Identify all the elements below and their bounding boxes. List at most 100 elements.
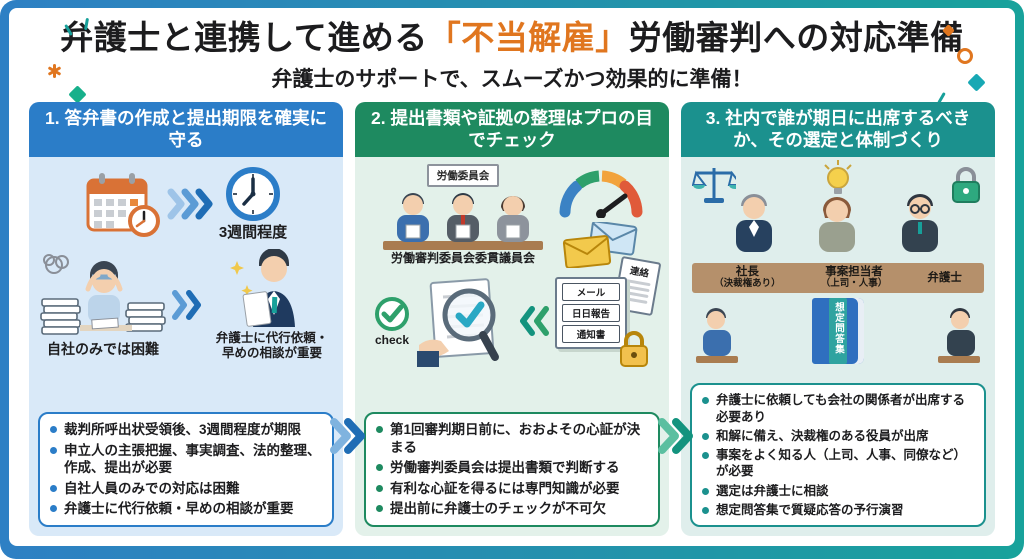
title-text: 弁護士と連携して進める	[60, 19, 428, 56]
bullet-item: 和解に備え、決裁権のある役員が出席	[701, 428, 975, 444]
bullet-text: 提出前に弁護士のチェックが不可欠	[390, 501, 606, 517]
bullet-item: 弁護士に代行依頼・早めの相談が重要	[49, 500, 323, 518]
title-block: 弁護士と連携して進める「不当解雇」労働審判への対応準備 弁護士のサポートで、スム…	[29, 17, 995, 104]
bullet-text: 自社人員のみでの対応は困難	[64, 480, 240, 496]
arrow-chevrons-left-icon	[520, 306, 549, 337]
desk-note: （上司・人事）	[820, 278, 888, 290]
bullet-dot-icon	[376, 484, 383, 492]
bullet-item: 有利な心証を得るには専門知識が必要	[375, 480, 649, 498]
check-icon	[375, 296, 409, 331]
lawyer-caption: 弁護士に代行依頼・早めの相談が重要	[215, 330, 329, 361]
bullet-item: 申立人の主張把握、事実調査、法的整理、作成、提出が必要	[49, 442, 323, 477]
bullet-text: 和解に備え、決裁権のある役員が出席	[716, 428, 929, 443]
bullet-item: 労働審判委員会は提出書類で判断する	[375, 459, 649, 477]
attendee-desk: 社長 （決裁権あり） 事案担当者 （上司・人事） 弁護士	[692, 263, 984, 294]
step2-header: 2. 提出書類や証拠の整理はプロの目でチェック	[355, 101, 669, 158]
committee-caption: 労働審判委員会委貫議員会	[390, 251, 535, 266]
step1-body: 3週間程度	[29, 157, 343, 536]
step2-body: 労働委員会	[355, 157, 669, 536]
bullet-text: 有利な心証を得るには専門知識が必要	[390, 480, 620, 496]
bullet-dot-icon	[702, 506, 709, 514]
panel-people-block	[690, 160, 986, 260]
bullet-text: 選定は弁護士に相談	[716, 483, 829, 498]
sparkle-ring-icon	[957, 48, 973, 64]
bullet-item: 自社人員のみでの対応は困難	[49, 480, 323, 498]
bullet-item: 第1回審判期日前に、おおよその心証が決まる	[375, 421, 649, 456]
arrow-chevrons-icon	[172, 290, 201, 321]
bullet-text: 事案をよく知る人（上司、人事、同僚など）が必要	[716, 448, 967, 479]
step1-header: 1. 答弁書の作成と提出期限を確実に守る	[29, 101, 343, 158]
step3-card: 3. 社内で誰が期日に出席するべきか、その選定と体制づくり	[681, 101, 995, 536]
desk-note: （決裁権あり）	[714, 278, 781, 290]
evidence-doc-stack: メール 日日報告 通知書	[555, 277, 627, 350]
bullet-item: 選定は弁護士に相談	[701, 483, 975, 499]
bullet-item: 裁判所呼出状受領後、3週間程度が期限	[49, 421, 323, 439]
step-arrow-icon	[330, 417, 365, 454]
side-attendee-right-icon	[938, 308, 980, 364]
stressed-person-icon	[40, 253, 166, 335]
bullet-item: 想定問答集で質疑応答の予行演習	[701, 502, 975, 518]
bullet-dot-icon	[50, 446, 57, 454]
book-title: 想定問答集	[833, 302, 844, 355]
bullet-text: 労働審判委員会は提出書類で判断する	[390, 460, 620, 476]
check-label: check	[374, 332, 410, 347]
bullet-item: 提出前に弁護士のチェックが不可欠	[375, 500, 649, 518]
deadline-caption: 3週間程度	[218, 224, 288, 242]
bullet-text: 申立人の主張把握、事実調査、法的整理、作成、提出が必要	[64, 442, 321, 476]
bullet-text: 想定問答集で質疑応答の予行演習	[716, 502, 904, 517]
calendar-icon	[86, 173, 160, 238]
step2-card: 2. 提出書類や証拠の整理はプロの目でチェック 労働委員会	[355, 101, 669, 536]
steps-row: 1. 答弁書の作成と提出期限を確実に守る	[29, 101, 995, 536]
bullet-dot-icon	[702, 397, 709, 405]
committee-people-icon	[383, 193, 543, 251]
bullet-item: 弁護士に依頼しても会社の関係者が出席する必要あり	[701, 392, 975, 425]
padlock-green-icon	[952, 167, 980, 204]
bullet-dot-icon	[376, 505, 383, 513]
desk-role: 社長	[735, 266, 759, 279]
bullet-text: 弁護士に依頼しても会社の関係者が出席する必要あり	[716, 393, 966, 424]
bullet-dot-icon	[376, 464, 383, 472]
sparkle-burst-icon	[47, 64, 62, 78]
step3-bullet-box: 弁護士に依頼しても会社の関係者が出席する必要あり 和解に備え、決裁権のある役員が…	[690, 383, 986, 527]
stressed-caption: 自社のみでは困難	[47, 340, 159, 357]
page-title: 弁護士と連携して進める「不当解雇」労働審判への対応準備	[29, 18, 995, 58]
labor-board-sign: 労働委員会	[426, 164, 500, 188]
envelopes-icon	[562, 222, 638, 269]
lawyer-icon	[230, 248, 295, 327]
desk-role: 事案担当者	[825, 266, 883, 279]
magnifier-document-icon	[417, 278, 499, 368]
evidence-docs-group: 連絡 メール 日日報告 通知書	[555, 256, 662, 369]
doc-label-mail: メール	[562, 283, 620, 302]
bullet-dot-icon	[376, 426, 383, 434]
bullet-dot-icon	[702, 432, 709, 440]
bullet-dot-icon	[702, 487, 709, 495]
infographic-card: 弁護士と連携して進める「不当解雇」労働審判への対応準備 弁護士のサポートで、スム…	[9, 8, 1015, 546]
desk-role: 弁護士	[927, 271, 962, 284]
desk-label-president: 社長 （決裁権あり）	[714, 266, 781, 290]
arrow-chevrons-icon	[167, 188, 213, 220]
title-highlight: 「不当解雇」	[427, 19, 629, 56]
bullet-dot-icon	[50, 505, 57, 513]
step-arrow-icon	[658, 417, 693, 454]
lightbulb-icon	[824, 160, 852, 195]
padlock-icon	[620, 331, 648, 368]
step3-header: 3. 社内で誰が期日に出席するべきか、その選定と体制づくり	[681, 101, 995, 158]
bullet-dot-icon	[50, 484, 57, 492]
title-text: 労働審判への対応準備	[628, 19, 964, 56]
gauge-icon	[559, 170, 643, 219]
side-attendee-left-icon	[696, 308, 738, 364]
step3-body: 社長 （決裁権あり） 事案担当者 （上司・人事） 弁護士	[681, 157, 995, 536]
bullet-text: 弁護士に代行依頼・早めの相談が重要	[64, 501, 294, 517]
bullet-text: 第1回審判期日前に、おおよその心証が決まる	[390, 422, 641, 455]
scales-icon	[692, 168, 736, 204]
attendee-people-icon	[736, 194, 938, 253]
doc-label-notice: 通知書	[562, 325, 620, 344]
bullet-dot-icon	[50, 426, 57, 434]
bullet-text: 裁判所呼出状受領後、3週間程度が期限	[64, 422, 302, 438]
doc-label-report: 日日報告	[562, 304, 620, 323]
step1-bullet-box: 裁判所呼出状受領後、3週間程度が期限 申立人の主張把握、事実調査、法的整理、作成…	[38, 412, 334, 527]
bullet-item: 事案をよく知る人（上司、人事、同僚など）が必要	[701, 447, 975, 480]
desk-label-lawyer: 弁護士	[927, 272, 962, 285]
page-subtitle: 弁護士のサポートで、スムーズかつ効果的に準備！	[271, 67, 753, 91]
